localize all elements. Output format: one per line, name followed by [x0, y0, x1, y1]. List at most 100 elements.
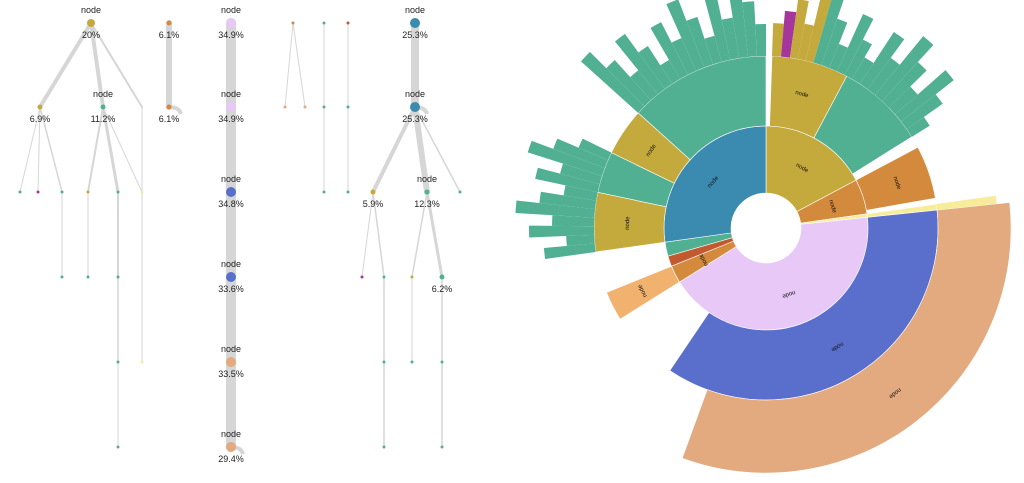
sunburst-arc — [780, 10, 797, 58]
tree-node-percent: 20% — [82, 30, 100, 40]
sunburst-outer-segment[interactable] — [515, 185, 598, 260]
sunburst-segment[interactable]: node — [611, 112, 691, 184]
tree-link — [37, 106, 41, 193]
sunburst-arc — [614, 33, 665, 95]
sunburst-outer-segment[interactable] — [580, 0, 766, 113]
sunburst-arc — [821, 18, 848, 69]
tree-node-g2a[interactable]: 6.1% — [159, 104, 180, 125]
tree-node-dot — [370, 189, 376, 195]
sunburst-outer-segment[interactable] — [527, 138, 612, 193]
tree-node-percent: 29.4% — [218, 454, 244, 464]
tree-node-dot — [226, 442, 236, 452]
tree-link — [284, 22, 294, 108]
sunburst-arc — [529, 225, 595, 238]
sunburst-outer-segment[interactable] — [772, 23, 784, 57]
tree-node-percent: 25.3% — [402, 114, 428, 124]
tree-leaf-dot — [303, 105, 307, 109]
tree-link — [292, 22, 306, 108]
tree-link — [414, 106, 461, 193]
tree-link — [425, 190, 444, 279]
sunburst-arc — [637, 55, 767, 161]
tree-leaf-dot — [116, 275, 120, 279]
sunburst-chart: nodenodenodenodenodenodenodenodenodenode… — [515, 0, 1012, 474]
tree-node-percent: 6.2% — [432, 284, 453, 294]
tree-leaf-dot — [322, 190, 326, 194]
sunburst-arc — [539, 191, 597, 210]
tree-node-dot — [166, 104, 172, 110]
sunburst-segment[interactable] — [813, 75, 913, 175]
tree-leaf-dot — [116, 360, 120, 364]
sunburst-arc — [660, 59, 680, 84]
tree-node-b2b[interactable]: node 12.3% — [414, 174, 440, 209]
sunburst-label: node — [794, 90, 809, 99]
sunburst-arc — [515, 200, 596, 218]
sunburst-arc — [844, 39, 872, 80]
sunburst-arc — [666, 0, 705, 71]
tree-node-b2b2[interactable]: 6.2% — [432, 274, 453, 295]
tree-node-g2[interactable]: 6.1% — [159, 20, 180, 41]
tree-node-dot — [87, 19, 95, 27]
tree-node-dot — [37, 104, 43, 110]
tree-links — [19, 18, 461, 455]
sunburst-outer-segment[interactable]: node — [681, 202, 1012, 474]
sunburst-arc — [888, 86, 918, 115]
tree-leaf-dot — [322, 105, 326, 109]
tree-node-label: node — [93, 89, 113, 99]
tree-leaf-dot — [440, 360, 444, 364]
tree-node-percent: 12.3% — [414, 199, 440, 209]
sunburst-arc — [772, 23, 784, 57]
tree-leaf-dot — [140, 360, 144, 364]
tree-node-percent: 34.9% — [218, 114, 244, 124]
tree-node-c5[interactable]: node 33.5% — [218, 344, 244, 379]
sunburst-arc — [859, 31, 905, 90]
tree-node-label: node — [417, 174, 437, 184]
sunburst-arc — [552, 215, 595, 227]
sunburst-outer-segment[interactable] — [936, 195, 997, 211]
tree-link — [89, 21, 105, 109]
sunburst-arc — [855, 146, 936, 211]
tree-leaf-dot — [410, 275, 414, 279]
tree-leaf-dot — [440, 445, 444, 449]
sunburst-arc — [606, 60, 651, 107]
sunburst-arc — [638, 46, 673, 89]
sunburst-outer-segment[interactable] — [852, 31, 954, 137]
sunburst-arc — [580, 51, 645, 113]
sunburst-outer-segment[interactable] — [813, 0, 874, 80]
tree-node-g1a[interactable]: 6.9% — [30, 104, 51, 125]
sunburst-label: node — [698, 252, 710, 267]
sunburst-outer-segment[interactable] — [780, 10, 797, 58]
tree-leaf-dot — [322, 21, 326, 25]
sunburst-outer-segment[interactable] — [789, 0, 834, 63]
sunburst-segment[interactable] — [637, 55, 767, 161]
tree-node-dot — [226, 18, 236, 28]
sunburst-arc — [686, 16, 713, 68]
sunburst-arc — [563, 185, 598, 201]
sunburst-arc — [535, 167, 600, 193]
sunburst-arc — [606, 265, 680, 320]
sunburst-arc — [578, 138, 612, 161]
tree-leaf-dot — [60, 190, 64, 194]
tree-leaf-dot — [18, 190, 22, 194]
sunburst-segment[interactable]: node — [855, 146, 936, 211]
tree-leaf-dot — [140, 190, 144, 194]
sunburst-arc — [650, 22, 688, 80]
sunburst-label: node — [781, 289, 796, 299]
sunburst-label: node — [637, 283, 649, 298]
tree-link — [102, 106, 143, 193]
sunburst-label: node — [625, 216, 631, 230]
sunburst-segment[interactable]: node — [606, 265, 680, 320]
sunburst-arc — [895, 70, 954, 122]
tree-node-b2a[interactable]: 5.9% — [363, 189, 384, 210]
tree-node-percent: 33.5% — [218, 369, 244, 379]
sunburst-label: node — [827, 199, 837, 214]
tree-node-label: node — [221, 344, 241, 354]
